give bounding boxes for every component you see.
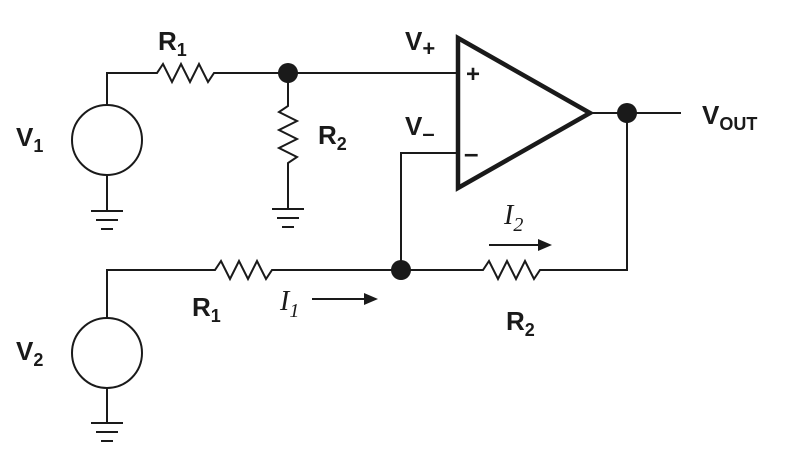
junction-dot [391,260,411,280]
resistor-r1-bottom [207,258,281,282]
voltage-source-v1 [71,104,143,176]
resistor-r1-top [149,61,223,85]
label-r2-feedback: R2 [506,306,535,340]
op-amp-triangle [455,34,595,192]
label-r2-shunt: R2 [318,120,347,154]
voltage-source-v2 [71,317,143,389]
current-arrow-i2 [489,239,552,251]
junction-dot [278,63,298,83]
label-v-out: VOUT [702,100,757,134]
label-v-minus: V– [405,111,435,146]
label-i1: I1 [279,286,299,322]
ground-icon [272,208,304,228]
label-v2: V2 [16,336,43,370]
wire-feedback-right [547,112,628,271]
resistor-r2-feedback [475,258,549,282]
wire-v1-top [106,72,151,106]
label-r1-bottom: R1 [192,292,221,326]
label-v-plus: V+ [405,26,435,61]
wire-inverting-input [400,152,459,271]
op-amp-plus-sign: + [466,61,480,88]
resistor-r2-shunt [276,99,300,171]
wire-v2-top [106,269,209,319]
ground-icon [91,422,123,442]
label-r1-top: R1 [158,26,187,60]
junction-dot [617,103,637,123]
label-i2: I2 [503,200,523,236]
current-arrow-i1 [312,293,378,305]
ground-icon [91,210,123,230]
op-amp-minus-sign: – [464,138,478,168]
label-v1: V1 [16,122,43,156]
